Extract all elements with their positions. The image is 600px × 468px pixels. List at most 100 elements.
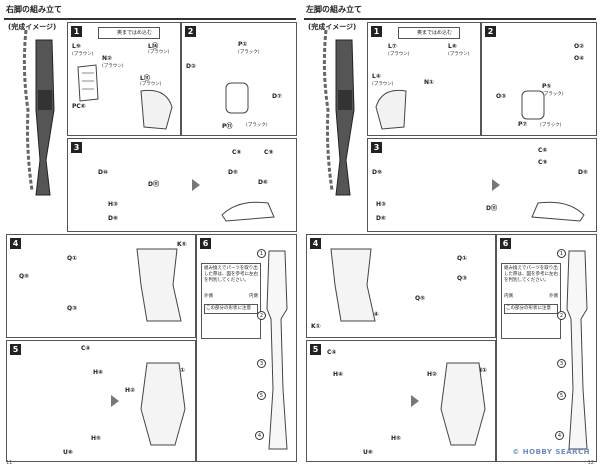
step-number: 5	[10, 344, 21, 355]
shin-armor-part	[140, 89, 173, 130]
right-step-6: 6 組み換えでパーツを取り出した際は、図を参考に左右を判別してください。 内側 …	[496, 234, 597, 462]
step-arrow	[192, 179, 200, 191]
label-d2: D②	[186, 63, 197, 70]
left-step-4: 4 Q① Q③ Q⑤ K⑤ K⑥	[6, 234, 196, 338]
label-l9: L⑨	[72, 43, 81, 50]
label-l7: L⑦	[388, 43, 397, 50]
step-number: 4	[310, 238, 321, 249]
foot-part	[531, 201, 585, 222]
ankle-part	[521, 90, 545, 120]
step-number: 6	[500, 238, 511, 249]
step-number: 1	[371, 26, 382, 37]
right-step-5: 5 C④ H④ H② H① H⑤ U⑧	[306, 340, 496, 462]
step-number: 3	[371, 142, 382, 153]
hobby-search-watermark: © HOBBY SEARCH	[512, 448, 590, 456]
label-c6: C⑥	[538, 147, 548, 154]
label-d7: D⑦	[272, 93, 283, 100]
label-c9: C⑨	[264, 149, 274, 156]
label-p1: P①	[238, 41, 248, 48]
step-arrow	[411, 395, 419, 407]
right-step-4: 4 Q① Q③ Q⑤ K① K④	[306, 234, 496, 338]
right-page-header: 左脚の組み立て	[304, 4, 596, 20]
label-d6: D⑥	[376, 215, 387, 222]
label-h3: H③	[108, 201, 119, 208]
label-u8: U⑧	[63, 449, 73, 456]
left-complete-label: (完成イメージ)	[8, 23, 57, 31]
callout-press-in: 奥まではめ込む	[398, 27, 460, 39]
label-q5: Q⑤	[19, 273, 30, 280]
label-n1: N①	[424, 79, 435, 86]
left-page-header: 右脚の組み立て	[4, 4, 296, 20]
label-o4: O④	[574, 55, 585, 62]
step-number: 6	[200, 238, 211, 249]
label-h5: H⑤	[91, 435, 102, 442]
left-page-title: 右脚の組み立て	[6, 5, 62, 14]
thigh-part	[330, 248, 376, 322]
right-complete-image	[322, 30, 355, 196]
right-page: 左脚の組み立て (完成イメージ) 1 奥まではめ込む L⑦ (ブラウン) L⑧ …	[300, 0, 600, 468]
label-l4: L④	[372, 73, 381, 80]
label-pc6: PC⑥	[72, 103, 86, 110]
left-complete-image	[22, 30, 55, 196]
label-q3: Q③	[67, 305, 78, 312]
label-n2: N②	[102, 55, 113, 62]
right-step-2: 2 O② O④ O③ P⑤ (ブラック) P⑦ (ブラック)	[481, 22, 597, 136]
foot-part	[221, 201, 275, 222]
right-complete-label: (完成イメージ)	[308, 23, 357, 31]
step-arrow	[111, 395, 119, 407]
label-h5: H⑤	[391, 435, 402, 442]
left-step-3: 3 D⑩ D⑪ C⑧ C⑨ D⑤ D⑥ H③ D⑧	[67, 138, 297, 232]
label-k1: K①	[311, 323, 321, 330]
left-step-1: 1 奥まではめ込む L⑨ (ブラウン) N② (ブラウン) L⑭ (ブラウン) …	[67, 22, 181, 136]
label-k5: K⑤	[177, 241, 187, 248]
step-number: 2	[485, 26, 496, 37]
label-c4: C④	[327, 349, 337, 356]
label-h1: H①	[477, 367, 488, 374]
label-d9: D⑨	[372, 169, 383, 176]
label-h4: H④	[93, 369, 104, 376]
right-page-number: 12	[587, 460, 594, 466]
label-h4: H④	[333, 371, 344, 378]
label-h2: H②	[427, 371, 438, 378]
leg-stack	[566, 250, 588, 450]
knee-assembly	[140, 362, 186, 446]
label-p11: P⑪	[222, 123, 233, 130]
label-c4: C④	[81, 345, 91, 352]
label-o3: O③	[496, 93, 507, 100]
label-h3: H③	[376, 201, 387, 208]
label-q5: Q⑤	[415, 295, 426, 302]
right-note-box: 組み換えでパーツを取り出した際は、図を参考に左右を判別してください。 内側 外側…	[501, 263, 561, 339]
leg-stack	[266, 250, 288, 450]
left-step-5: 5 C④ H④ H② H① H⑤ U⑧	[6, 340, 196, 462]
knee-assembly	[440, 362, 486, 446]
shin-armor-part	[375, 89, 407, 130]
step-arrow	[492, 179, 500, 191]
label-d11: D⑪	[148, 181, 159, 188]
label-c9: C⑨	[538, 159, 548, 166]
step-number: 2	[185, 26, 196, 37]
label-q1: Q①	[67, 255, 78, 262]
label-h2: H②	[125, 387, 136, 394]
left-page: 右脚の組み立て (完成イメージ) 1 奥まではめ込む L⑨ (ブラウン) N② …	[4, 0, 301, 468]
shin-inner-part	[77, 64, 99, 102]
right-step-3: 3 D⑨ D⑪ C⑥ C⑨ D⑤ H③ D⑥	[367, 138, 597, 232]
callout-press-in: 奥まではめ込む	[98, 27, 160, 39]
label-l11: L⑪	[140, 75, 150, 82]
label-d11: D⑪	[486, 205, 497, 212]
step-number: 3	[71, 142, 82, 153]
left-step-6: 6 組み換えでパーツを取り出した際は、図を参考に左右を判別してください。 外側 …	[196, 234, 297, 462]
label-q1: Q①	[457, 255, 468, 262]
label-d10: D⑩	[98, 169, 109, 176]
label-c8: C⑧	[232, 149, 242, 156]
step-number: 5	[310, 344, 321, 355]
thigh-part	[136, 248, 182, 322]
step-number: 1	[71, 26, 82, 37]
left-note-box: 組み換えでパーツを取り出した際は、図を参考に左右を判別してください。 外側 内側…	[201, 263, 261, 339]
label-l8: L⑧	[448, 43, 457, 50]
label-d5: D⑤	[578, 169, 589, 176]
label-p5: P⑤	[542, 83, 552, 90]
label-d8: D⑧	[108, 215, 119, 222]
label-d5: D⑤	[228, 169, 239, 176]
label-d6: D⑥	[258, 179, 269, 186]
label-l14: L⑭	[148, 43, 158, 50]
